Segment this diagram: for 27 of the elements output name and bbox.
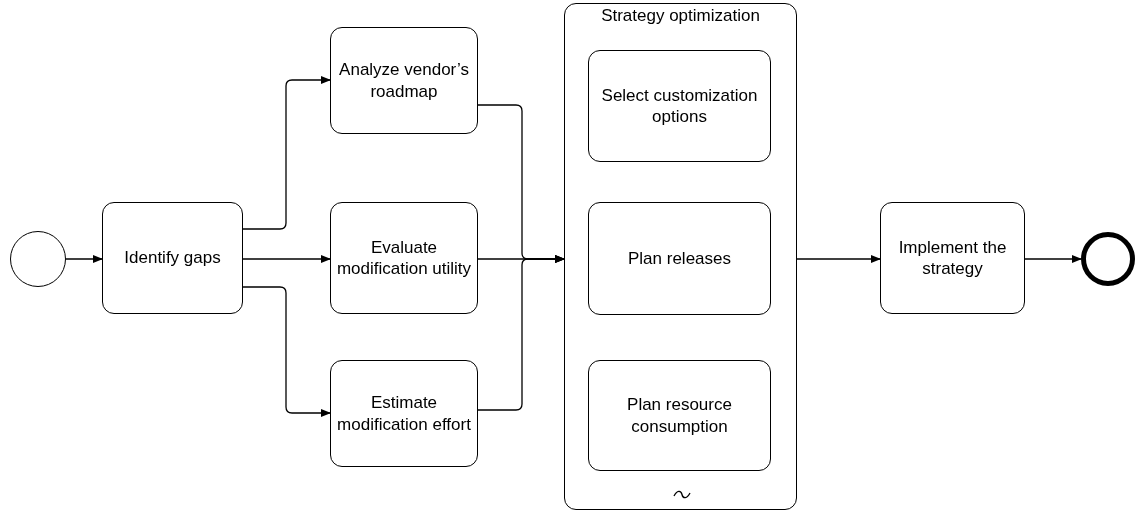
task-label: Select customization options	[600, 84, 759, 128]
task-box	[102, 202, 243, 314]
sequence-arrow	[242, 286, 331, 417]
task-box	[588, 50, 771, 162]
sequence-arrow	[65, 255, 103, 263]
subprocess-container	[564, 3, 797, 510]
sequence-arrow	[477, 255, 565, 411]
task-box	[330, 27, 478, 134]
task-label: Plan releases	[627, 247, 732, 270]
sequence-arrow	[796, 255, 881, 263]
task-label: Identify gaps	[123, 247, 222, 269]
sequence-arrow	[242, 76, 331, 230]
task-label: Plan resource consumption	[626, 394, 733, 437]
sequence-arrow	[242, 255, 331, 263]
task-box	[588, 360, 771, 471]
task-box	[588, 202, 771, 315]
task-box	[880, 202, 1025, 314]
task-box	[330, 202, 478, 314]
event-circle	[1081, 232, 1135, 286]
sequence-arrow	[1024, 255, 1082, 263]
task-label: Evaluate modification utility	[335, 236, 473, 280]
task-box	[330, 360, 478, 467]
task-label: Analyze vendor’s roadmap	[338, 59, 470, 102]
task-label: Implement the strategy	[897, 236, 1008, 280]
event-circle	[10, 231, 66, 287]
task-label: Estimate modification effort	[336, 392, 472, 435]
container-title: Strategy optimization	[600, 6, 761, 26]
